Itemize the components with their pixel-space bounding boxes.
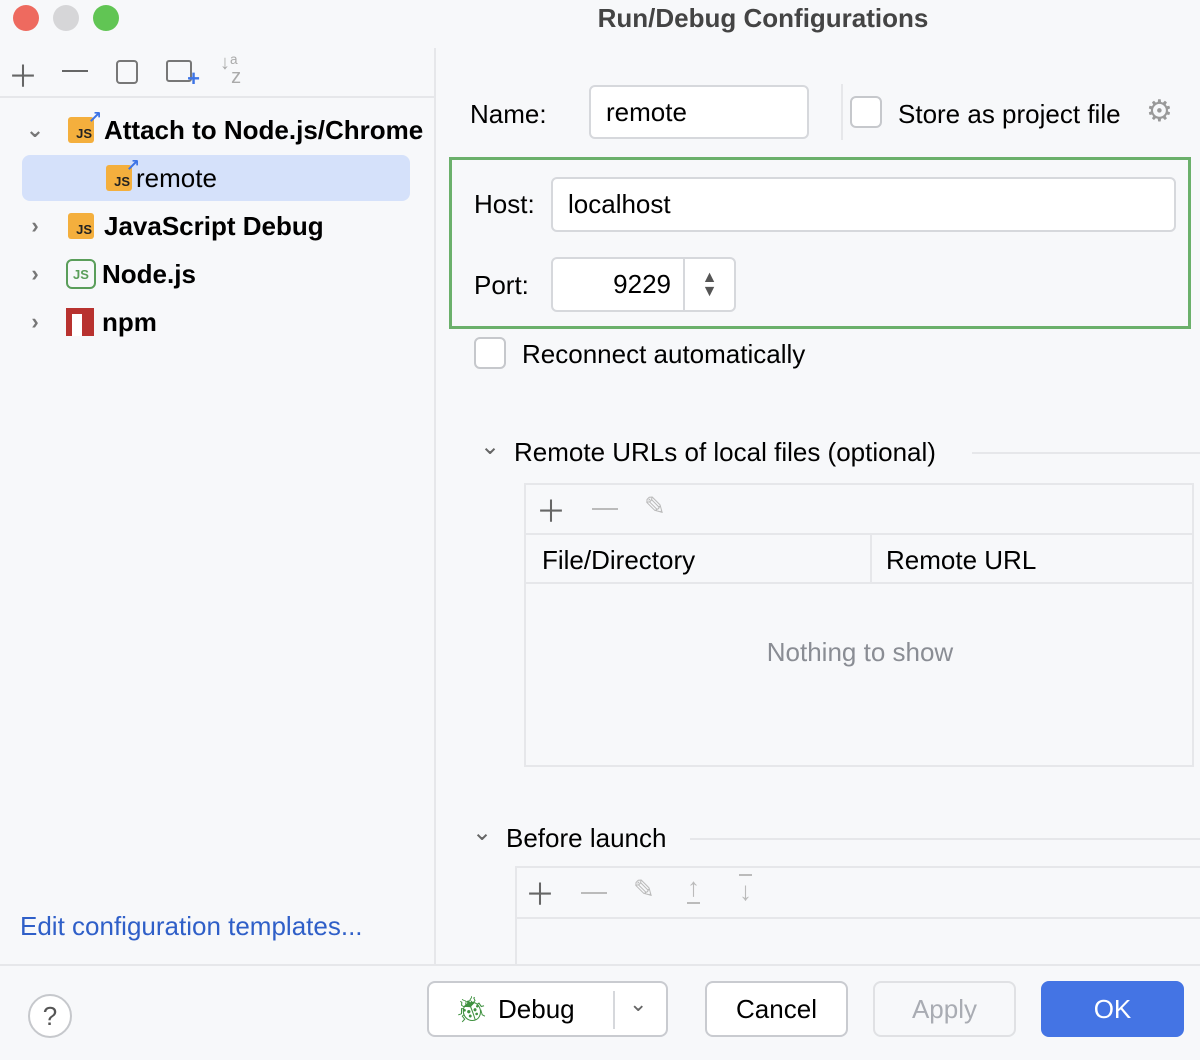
sort-alpha-icon[interactable]: ↓ᵃ z xyxy=(220,56,241,84)
tree-item-remote[interactable]: JS↗ remote xyxy=(22,155,410,201)
empty-text: Nothing to show xyxy=(526,637,1194,668)
host-label: Host: xyxy=(474,189,535,220)
bug-icon: 🐞︎ xyxy=(455,994,488,1025)
edit-icon[interactable]: ✎ xyxy=(633,874,655,905)
window-title: Run/Debug Configurations xyxy=(0,3,1200,34)
tree-item-label: Attach to Node.js/Chrome xyxy=(104,115,423,146)
footer-divider xyxy=(0,964,1200,966)
chevron-right-icon[interactable]: › xyxy=(22,213,48,239)
port-spinner[interactable]: 9229 ▲▼ xyxy=(551,257,736,312)
plus-icon[interactable]: ＋ xyxy=(536,487,566,531)
js-attach-icon: JS↗ xyxy=(68,117,94,143)
minus-icon[interactable] xyxy=(62,70,88,72)
name-input[interactable]: remote xyxy=(589,85,809,139)
tree-item-label: remote xyxy=(136,163,217,194)
chevron-down-icon[interactable]: ⌄ xyxy=(629,991,647,1017)
js-attach-icon: JS↗ xyxy=(106,165,132,191)
debug-button[interactable]: 🐞︎ Debug ⌄ xyxy=(427,981,668,1037)
chevron-down-icon[interactable]: ⌄ xyxy=(480,432,500,461)
debug-label: Debug xyxy=(498,994,575,1025)
nodejs-icon: JS xyxy=(66,259,96,289)
tree-item-label: Node.js xyxy=(102,259,196,290)
new-folder-icon[interactable]: + xyxy=(166,60,192,82)
plus-icon[interactable]: ＋ xyxy=(8,52,38,96)
reconnect-checkbox[interactable] xyxy=(474,337,506,369)
section-line xyxy=(690,838,1200,840)
gear-icon[interactable]: ⚙ xyxy=(1146,94,1173,129)
js-icon: JS xyxy=(68,213,94,239)
before-launch-title[interactable]: Before launch xyxy=(506,823,666,854)
edit-icon[interactable]: ✎ xyxy=(644,491,666,522)
minus-icon[interactable] xyxy=(592,508,618,510)
column-header-url[interactable]: Remote URL xyxy=(886,545,1036,576)
remote-urls-title[interactable]: Remote URLs of local files (optional) xyxy=(514,437,936,468)
divider xyxy=(517,917,1200,919)
panel-divider xyxy=(434,48,436,965)
divider xyxy=(870,535,872,583)
divider xyxy=(526,582,1194,584)
chevron-down-icon[interactable]: ⌄ xyxy=(472,818,492,847)
move-up-icon[interactable]: ↑ xyxy=(687,872,700,904)
apply-button[interactable]: Apply xyxy=(873,981,1016,1037)
minus-icon[interactable] xyxy=(581,892,607,894)
store-project-checkbox[interactable] xyxy=(850,96,882,128)
tree-item-label: JavaScript Debug xyxy=(104,211,324,242)
before-launch-list: ＋ ✎ ↑ ↓ xyxy=(515,866,1200,966)
tree-item-nodejs[interactable]: › JS Node.js xyxy=(22,251,196,297)
move-down-icon[interactable]: ↓ xyxy=(739,874,752,906)
port-label: Port: xyxy=(474,270,529,301)
port-value[interactable]: 9229 xyxy=(553,269,683,300)
copy-icon[interactable] xyxy=(116,60,138,84)
divider xyxy=(526,533,1194,535)
host-input[interactable]: localhost xyxy=(551,177,1176,232)
edit-templates-link[interactable]: Edit configuration templates... xyxy=(20,911,363,942)
plus-icon[interactable]: ＋ xyxy=(525,870,555,914)
section-line xyxy=(972,452,1200,454)
chevron-right-icon[interactable]: › xyxy=(22,309,48,335)
chevron-down-icon[interactable]: ⌄ xyxy=(22,117,48,143)
chevron-right-icon[interactable]: › xyxy=(22,261,48,287)
tree-item-attach-node[interactable]: ⌄ JS↗ Attach to Node.js/Chrome xyxy=(22,107,442,153)
tree-item-javascript-debug[interactable]: › JS JavaScript Debug xyxy=(22,203,324,249)
toolbar-separator xyxy=(0,96,434,98)
tree-item-label: npm xyxy=(102,307,157,338)
tree-item-npm[interactable]: › npm xyxy=(22,299,157,345)
store-project-label: Store as project file xyxy=(898,99,1121,130)
ok-button[interactable]: OK xyxy=(1041,981,1184,1037)
name-label: Name: xyxy=(470,99,547,130)
help-button[interactable]: ? xyxy=(28,994,72,1038)
spinner-arrows-icon[interactable]: ▲▼ xyxy=(685,271,734,299)
reconnect-label: Reconnect automatically xyxy=(522,339,805,370)
cancel-button[interactable]: Cancel xyxy=(705,981,848,1037)
npm-icon xyxy=(66,308,94,336)
divider xyxy=(841,84,843,140)
column-header-file[interactable]: File/Directory xyxy=(542,545,695,576)
remote-urls-table: ＋ ✎ File/Directory Remote URL Nothing to… xyxy=(524,483,1194,767)
